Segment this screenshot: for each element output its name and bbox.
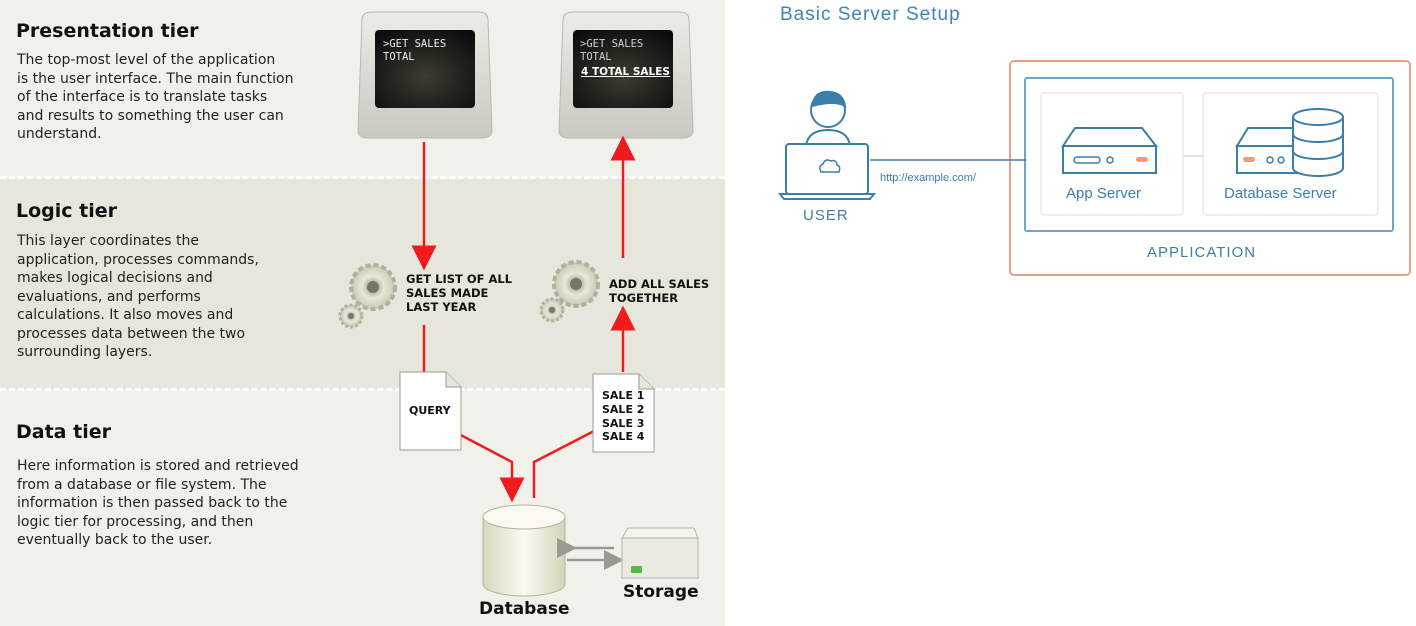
server-icon: [1061, 127, 1159, 174]
sales-document-label: SALE 1 SALE 2 SALE 3 SALE 4: [602, 389, 645, 444]
tier-divider: [0, 176, 725, 179]
query-document-label: QUERY: [409, 404, 451, 417]
db-server-label: Database Server: [1224, 185, 1337, 202]
screen-result-text: 4 TOTAL SALES: [581, 66, 670, 78]
storage-label: Storage: [623, 582, 699, 602]
user-icon: [805, 90, 851, 147]
three-tier-diagram: Presentation tier The top-most level of …: [0, 0, 725, 626]
query-document-icon: [399, 371, 462, 451]
laptop-icon: [777, 143, 877, 200]
screen-command-text: >GET SALES TOTAL: [580, 38, 644, 63]
database-icon: [482, 504, 566, 597]
application-label: APPLICATION: [1147, 244, 1257, 261]
data-tier-text: Here information is stored and retrieved…: [17, 458, 299, 548]
database-label: Database: [479, 599, 570, 619]
monitor-right: [558, 11, 694, 139]
tier-graphics: [338, 11, 699, 597]
data-tier-title: Data tier: [16, 421, 111, 443]
gear-icon: [338, 263, 397, 329]
user-label: USER: [803, 207, 849, 224]
monitor-left: [357, 11, 493, 139]
storage-icon: [621, 527, 699, 579]
app-server-label: App Server: [1066, 185, 1142, 202]
gear-icon: [539, 260, 600, 323]
presentation-tier-title: Presentation tier: [16, 20, 199, 42]
database-server-icon: [1235, 108, 1344, 177]
diagram-title: Basic Server Setup: [780, 4, 961, 25]
logic-tier-text: This layer coordinates the application, …: [17, 233, 259, 360]
screen-command-text: >GET SALES TOTAL: [383, 38, 447, 63]
presentation-tier-text: The top-most level of the application is…: [17, 52, 294, 142]
logic-tier-title: Logic tier: [16, 200, 118, 222]
query-arrow: [454, 430, 525, 503]
result-arrow: [532, 428, 597, 498]
sales-document-icon: [592, 373, 655, 453]
logic-step-label: GET LIST OF ALL SALES MADE LAST YEAR: [406, 272, 513, 314]
url-label[interactable]: http://example.com/: [880, 172, 976, 184]
logic-step-label: ADD ALL SALES TOGETHER: [609, 277, 710, 305]
server-setup-graphics: [777, 60, 1411, 276]
tier-divider: [0, 388, 725, 391]
